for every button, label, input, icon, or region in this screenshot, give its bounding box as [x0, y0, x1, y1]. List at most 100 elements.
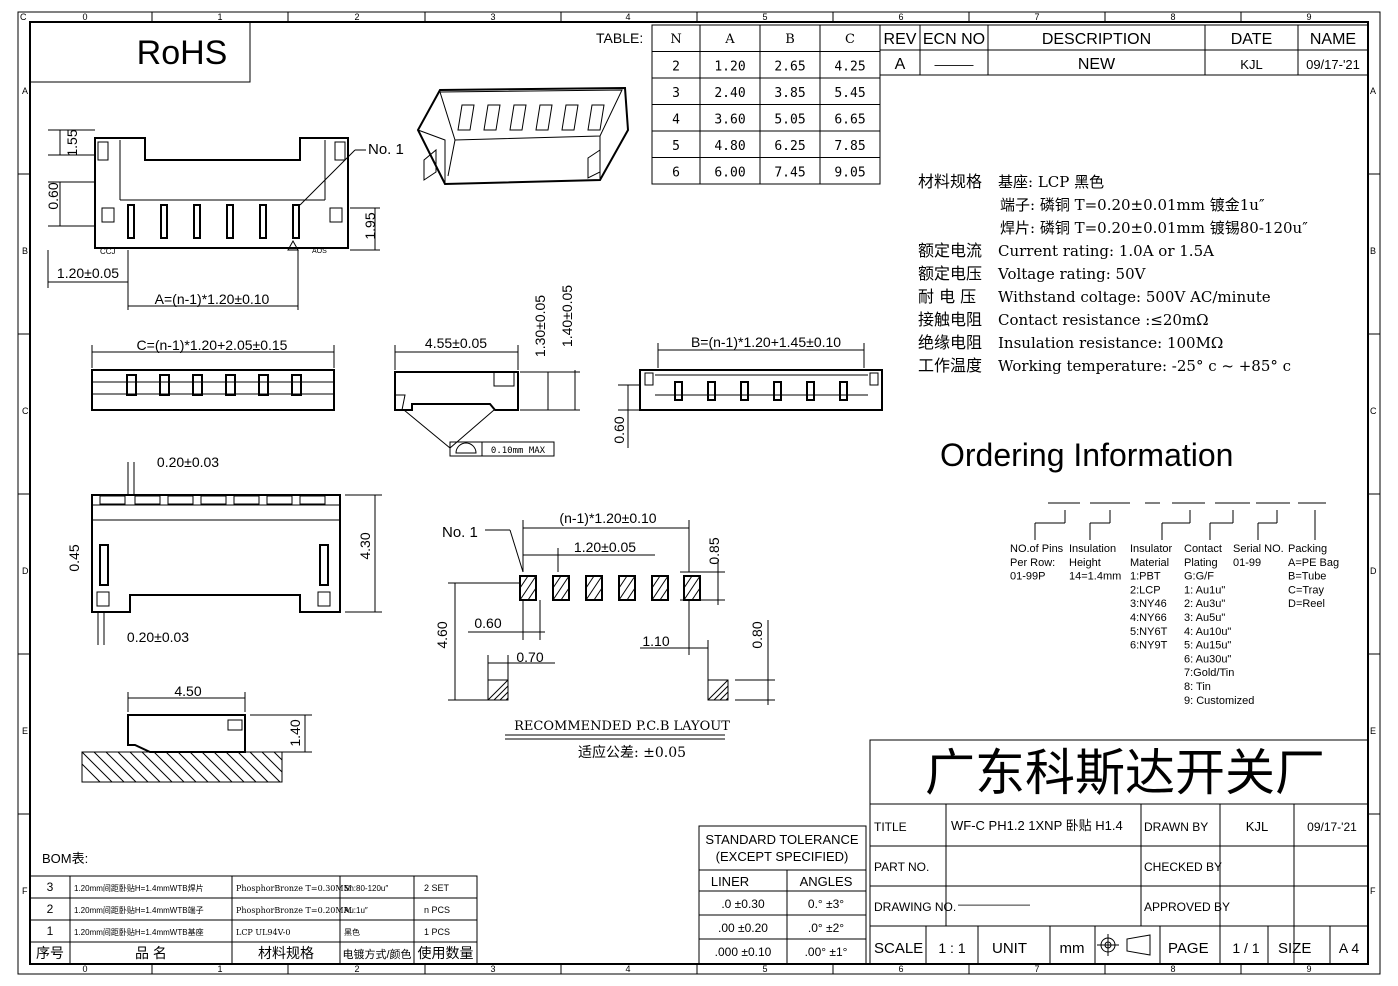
bom-cell: 3: [47, 880, 54, 894]
bom-cell: 黑色: [344, 927, 360, 937]
ordering-line: Per Row:: [1010, 557, 1055, 569]
bom-cell: 2: [47, 902, 54, 916]
bom-cell: PhosphorBronze T=0.20MM: [236, 906, 352, 915]
pin-table-cell: 7.45: [774, 166, 805, 181]
spec-text: Working temperature: -25° c ~ +85° c: [998, 357, 1291, 375]
pin-table-cell: 6.25: [774, 139, 805, 154]
grid-row-right: A: [1370, 86, 1376, 96]
revision-header: DATE: [1231, 31, 1272, 48]
ordering-line: D=Reel: [1288, 598, 1325, 610]
spec-text: Withstand coltage: 500V AC/minute: [998, 288, 1271, 306]
corner-label: C: [20, 12, 27, 22]
spec-label: 额定电压: [918, 264, 982, 283]
dim-020b: 0.20±0.03: [127, 629, 189, 645]
pin-table-header: A: [724, 32, 735, 47]
bom-cell: Au:1u″: [344, 906, 368, 915]
spec-label: 材料规格: [918, 172, 982, 191]
ordering-line: Serial NO.: [1233, 543, 1284, 555]
pin-table-cell: 5: [672, 139, 680, 154]
dim-450: 4.50: [174, 683, 201, 699]
grid-col-top: 0: [82, 12, 87, 22]
spec-label: 工作温度: [918, 356, 982, 375]
bom-cell: Sn:80-120u″: [344, 884, 388, 893]
bom-header: 品 名: [135, 945, 167, 961]
grid-row-left: B: [22, 246, 28, 256]
drawn-label: DRAWN BY: [1144, 820, 1208, 834]
pin-table-cell: 4.80: [714, 139, 745, 154]
ordering-line: 3: Au5u": [1184, 612, 1225, 624]
pin-table-cell: 1.20: [714, 60, 745, 75]
grid-col-bottom: 2: [354, 964, 359, 974]
grid-col-top: 2: [354, 12, 359, 22]
size-label: SIZE: [1278, 940, 1311, 957]
company-name: 广东科斯达开关厂: [925, 745, 1325, 801]
ordering-line: 5:NY6T: [1130, 626, 1168, 638]
page-label: PAGE: [1168, 940, 1209, 957]
tol-header: ANGLES: [800, 874, 853, 889]
pin-table-cell: 9.05: [834, 166, 865, 181]
bom-header: 使用数量: [418, 945, 474, 961]
revision-cell: NEW: [1078, 56, 1116, 73]
bom-cell: 1 PCS: [424, 927, 450, 937]
scale-label: SCALE: [874, 940, 923, 957]
revision-cell: 09/17-'21: [1306, 57, 1360, 72]
approved-label: APPROVED BY: [1144, 900, 1230, 914]
pcb-110: 1.10: [642, 633, 669, 649]
spec-text: 端子: 磷铜 T=0.20±0.01mm 镀金1u″: [1000, 196, 1265, 214]
aos-mark: AOS: [312, 248, 327, 255]
bom-header: 序号: [36, 945, 64, 961]
unit-value: mm: [1060, 940, 1085, 957]
ordering-line: 2:LCP: [1130, 584, 1161, 596]
outer-frame: [17, 11, 1381, 975]
spec-text: Insulation resistance: 100MΩ: [998, 334, 1223, 352]
pin-table-cell: 3.85: [774, 86, 805, 101]
ordering-line: NO.of Pins: [1010, 543, 1064, 555]
ordering-line: C=Tray: [1288, 584, 1324, 596]
dim-formula-c: C=(n-1)*1.20+2.05±0.15: [137, 337, 288, 353]
pcb-070: 0.70: [516, 649, 543, 665]
drawn-date: 09/17-'21: [1307, 820, 1357, 834]
dim-140b: 1.40: [287, 719, 303, 746]
ordering-line: 4:NY66: [1130, 612, 1167, 624]
unit-label: UNIT: [992, 940, 1027, 957]
spec-label: 绝缘电阻: [918, 333, 982, 352]
pcb-120: 1.20±0.05: [574, 539, 636, 555]
pin-table-header: N: [670, 32, 681, 47]
ordering-title: Ordering Information: [940, 437, 1233, 473]
pin-table-cell: 2.40: [714, 86, 745, 101]
pin-table-cell: 7.85: [834, 139, 865, 154]
spec-text: Contact resistance :≤20mΩ: [998, 311, 1209, 329]
tol-cell: .00 ±0.20: [718, 921, 768, 935]
bom-header: 电镀方式/颜色: [342, 947, 411, 961]
pcb-460: 4.60: [434, 621, 450, 648]
revision-cell: A: [895, 56, 906, 73]
tol-cell: .0 ±0.30: [721, 897, 765, 911]
mounted-view: [81, 692, 312, 783]
grid-col-bottom: 0: [82, 964, 87, 974]
title-value: WF-C PH1.2 1XNP 卧贴 H1.4: [951, 818, 1123, 833]
dim-045: 0.45: [66, 544, 82, 571]
pin-table-cell: 5.45: [834, 86, 865, 101]
revision-cell: KJL: [1240, 57, 1262, 72]
spec-label: 耐 电 压: [918, 287, 976, 306]
bom-cell: 2 SET: [424, 883, 450, 893]
dim-155: 1.55: [64, 129, 80, 156]
bom-cell: 1.20mm间距卧贴H=1.4mmWTB焊片: [74, 883, 204, 893]
bom-cell: PhosphorBronze T=0.30MM: [236, 884, 352, 893]
title-block: [869, 803, 1369, 965]
bom-cell: 1.20mm间距卧贴H=1.4mmWTB端子: [74, 905, 204, 915]
grid-col-bottom: 8: [1170, 964, 1175, 974]
top-view: [47, 129, 380, 310]
ordering-line: 1:PBT: [1130, 571, 1161, 583]
dim-060: 0.60: [45, 182, 61, 209]
grid-col-bottom: 3: [490, 964, 495, 974]
pcb-pin1: No. 1: [442, 524, 478, 541]
grid-col-top: 8: [1170, 12, 1175, 22]
pin-table-cell: 3.60: [714, 113, 745, 128]
ordering-line: G:G/F: [1184, 571, 1214, 583]
ordering-line: 01-99: [1233, 557, 1261, 569]
grid-row-left: D: [22, 566, 29, 576]
